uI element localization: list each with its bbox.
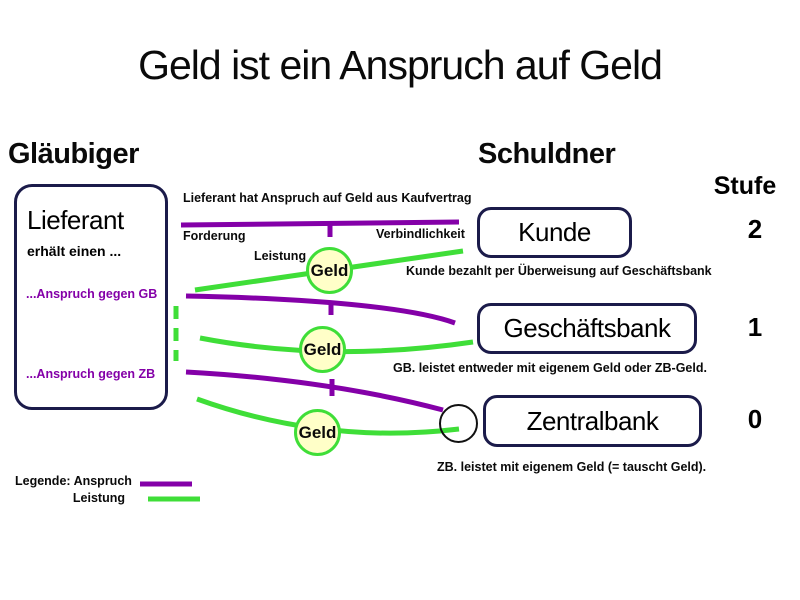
creditor-box-lieferant: Lieferant erhält einen ... ...Anspruch g… [14,184,168,410]
creditor-name: Lieferant [27,205,124,235]
debtor-label-kunde: Kunde [518,217,591,247]
kunde-payment-note: Kunde bezahlt per Überweisung auf Geschä… [406,264,712,278]
stufe-value-geschaeftsbank: 1 [747,312,763,342]
top-claim-label: Lieferant hat Anspruch auf Geld aus Kauf… [183,191,472,205]
anspruch-arrow-kunde [180,219,460,228]
geschaeftsbank-note: GB. leistet entweder mit eigenem Geld od… [393,361,707,375]
anspruch-arrow-zentralbank [185,369,444,413]
page-title: Geld ist ein Anspruch auf Geld [138,42,663,88]
geld-label-1: Geld [310,260,349,280]
geld-circle-3: Geld [294,409,341,456]
legend-leistung-label: Leistung [72,491,125,505]
geld-circle-1: Geld [306,247,353,294]
creditor-heading: Gläubiger [8,138,139,170]
claim-against-zb-label: ...Anspruch gegen ZB [26,367,156,381]
forderung-label: Forderung [183,229,246,243]
stufe-value-zentralbank: 0 [747,404,763,434]
stufe-value-kunde: 2 [747,214,763,244]
debtor-box-zentralbank: Zentralbank [483,395,702,447]
geld-label-3: Geld [298,422,337,442]
claim-against-gb-label: ...Anspruch gegen GB [26,287,158,301]
debtor-label-geschaeftsbank: Geschäftsbank [503,313,671,343]
verbindlichkeit-label: Verbindlichkeit [376,227,465,241]
creditor-subtitle: erhält einen ... [27,243,122,259]
debtor-box-kunde: Kunde [477,207,632,258]
legend-anspruch-label: Legende: Anspruch [15,474,132,488]
stufe-heading: Stufe [713,172,777,200]
zentralbank-highlight-ring [439,404,478,443]
leistung-label: Leistung [254,249,307,263]
geld-label-2: Geld [303,339,342,359]
zentralbank-note: ZB. leistet mit eigenem Geld (= tauscht … [437,460,707,474]
anspruch-arrow-geschaeftsbank [185,293,456,326]
debtor-label-zentralbank: Zentralbank [526,405,659,436]
debtor-heading: Schuldner [478,138,616,170]
debtor-box-geschaeftsbank: Geschäftsbank [477,303,697,354]
geld-circle-2: Geld [299,326,346,373]
